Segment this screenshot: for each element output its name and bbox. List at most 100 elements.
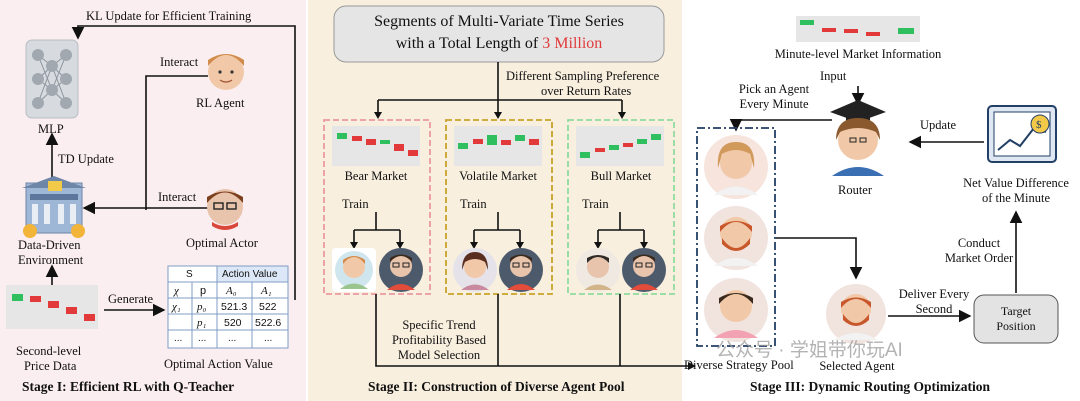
net-value-icon: $ — [987, 105, 1057, 163]
net-value-line2: of the Minute — [981, 191, 1051, 205]
price-label-line1: Second-level — [16, 344, 82, 358]
optimal-action-table — [167, 265, 289, 349]
strategy-pool-box — [696, 127, 776, 347]
svg-text:$: $ — [1036, 119, 1042, 131]
table-header-action-value: Action Value — [222, 269, 278, 280]
pick-label-line2: Every Minute — [739, 97, 809, 111]
conduct-label-line1: Conduct — [957, 236, 1001, 250]
volatile-market-box — [445, 119, 553, 295]
router-avatar — [830, 100, 886, 176]
table-r3-c3: 520 — [224, 317, 242, 329]
kl-update-arrow — [71, 25, 296, 300]
td-update-label: TD Update — [58, 152, 114, 166]
bull-market-box — [567, 119, 675, 295]
selected-agent-avatar — [826, 284, 886, 344]
environment-icon — [22, 176, 86, 238]
segments-title-prefix: with a Total Length of — [395, 35, 543, 52]
volatile-agent-2-avatar — [499, 248, 543, 292]
pool-agent-2-avatar — [704, 206, 768, 270]
bear-agent-2-avatar — [379, 248, 423, 292]
stage3-caption: Stage III: Dynamic Routing Optimization — [750, 379, 991, 394]
bear-market-box — [323, 119, 431, 295]
net-value-line1: Net Value Difference — [963, 176, 1069, 190]
sampling-label-line1: Different Sampling Preference — [506, 69, 660, 83]
table-r4-c2: ... — [198, 333, 207, 344]
bear-agent-1-avatar — [332, 248, 376, 292]
bull-market-label: Bull Market — [590, 169, 652, 183]
segments-title-highlight: 3 Million — [542, 35, 603, 52]
table-r4-c1: ... — [174, 333, 183, 344]
table-r4-c4: ... — [264, 333, 273, 344]
price-label-line2: Price Data — [24, 359, 77, 373]
stage1-caption: Stage I: Efficient RL with Q-Teacher — [22, 379, 235, 394]
table-caption: Optimal Action Value — [164, 357, 273, 371]
target-position-box — [973, 294, 1059, 344]
table-r2-c3: 521.3 — [221, 301, 248, 313]
interact-top-label: Interact — [160, 55, 199, 69]
deliver-label-line1: Deliver Every — [898, 287, 970, 301]
bull-train-label: Train — [582, 197, 609, 211]
rl-agent-label: RL Agent — [196, 96, 245, 110]
pool-agent-3-avatar — [704, 278, 768, 342]
table-r2-c4: 522 — [259, 301, 277, 313]
table-r2-c1: χ₁ — [172, 301, 181, 313]
sampling-label-line2: over Return Rates — [541, 84, 632, 98]
volatile-agent-1-avatar — [453, 248, 497, 292]
env-label-line2: Environment — [18, 253, 84, 267]
bull-agent-1-avatar — [576, 248, 620, 292]
select-agent-arrow — [776, 237, 863, 280]
target-position-line2: Position — [996, 319, 1036, 333]
optimal-actor-avatar — [207, 189, 243, 230]
generate-label: Generate — [108, 292, 154, 306]
train-arrows — [353, 212, 645, 244]
volatile-train-label: Train — [460, 197, 487, 211]
minute-info-label: Minute-level Market Information — [774, 47, 942, 61]
segments-title-line1: Segments of Multi-Variate Time Series — [374, 13, 624, 30]
table-header-s: S — [186, 269, 193, 280]
selection-label-line2: Profitability Based — [391, 333, 487, 347]
mlp-icon — [25, 39, 79, 119]
deliver-label-line2: Second — [915, 302, 953, 316]
rl-agent-avatar — [208, 54, 244, 90]
minute-market-chart — [796, 16, 920, 42]
bull-agent-2-avatar — [622, 248, 666, 292]
branch-lines — [377, 99, 623, 116]
kl-update-label: KL Update for Efficient Training — [86, 9, 252, 23]
bull-chart — [576, 126, 664, 166]
conduct-label-line2: Market Order — [944, 251, 1014, 265]
interact-top-arrow — [145, 75, 208, 210]
interact-mid-label: Interact — [158, 190, 197, 204]
update-label: Update — [920, 118, 957, 132]
stage2-caption: Stage II: Construction of Diverse Agent … — [368, 379, 625, 394]
volatile-market-label: Volatile Market — [459, 169, 537, 183]
router-label: Router — [838, 183, 873, 197]
bear-train-label: Train — [342, 197, 369, 211]
pick-agent-arrow — [729, 118, 832, 132]
mlp-label: MLP — [38, 122, 64, 136]
strategy-pool-label: Diverse Strategy Pool — [684, 358, 794, 372]
table-r3-c2: p₁ — [197, 317, 207, 329]
pick-label-line1: Pick an Agent — [738, 82, 810, 96]
table-r1-c1: χ — [174, 285, 179, 297]
price-data-chart — [6, 285, 98, 329]
volatile-chart — [454, 126, 542, 166]
bear-market-label: Bear Market — [344, 169, 408, 183]
pool-agent-1-avatar — [704, 135, 768, 199]
segments-title-box — [333, 5, 665, 63]
table-r1-c2: p — [200, 285, 207, 297]
selected-agent-label: Selected Agent — [819, 359, 895, 373]
selection-arrow — [375, 294, 690, 367]
watermark: 公众号 · 学姐带你玩AI — [716, 340, 903, 361]
target-position-line1: Target — [1000, 304, 1032, 318]
table-r4-c3: ... — [228, 333, 237, 344]
env-label-line1: Data-Driven — [18, 238, 81, 252]
table-r1-c4: A₁ — [261, 285, 272, 297]
table-r3-c4: 522.6 — [255, 317, 282, 329]
selection-label-line1: Specific Trend — [402, 318, 476, 332]
bear-chart — [332, 126, 420, 166]
table-r2-c2: p₀ — [197, 301, 207, 313]
input-label: Input — [820, 69, 847, 83]
selection-label-line3: Model Selection — [397, 348, 481, 362]
segments-title-line2: with a Total Length of 3 Million — [348, 34, 650, 54]
